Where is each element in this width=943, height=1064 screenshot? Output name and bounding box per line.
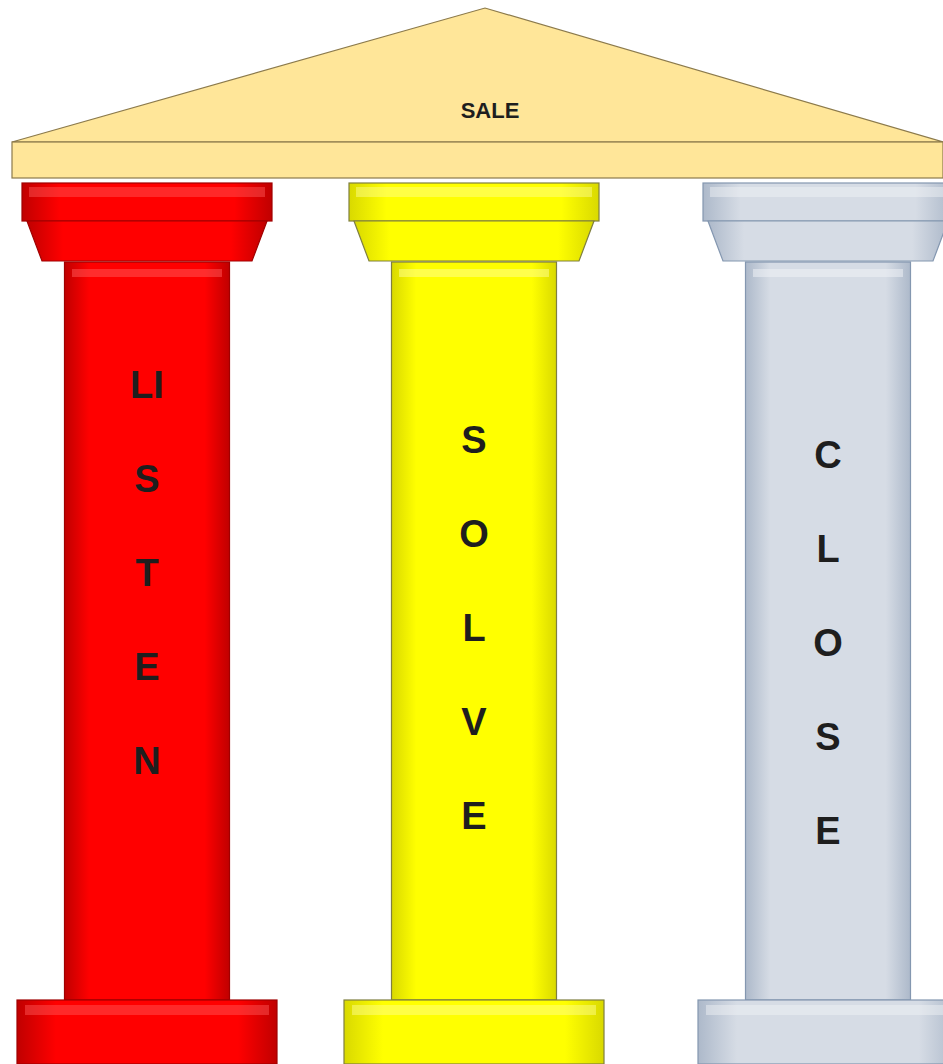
listen-pillar: LISTEN	[17, 183, 277, 1064]
roof-outline	[12, 8, 943, 180]
pillar-word: LISTEN	[130, 338, 164, 808]
close-pillar: CLOSE	[698, 183, 943, 1064]
pillar-word: SOLVE	[457, 393, 491, 863]
pillar-outline	[17, 183, 277, 1064]
solve-pillar: SOLVE	[344, 183, 604, 1064]
pillar-word: CLOSE	[811, 408, 845, 878]
roof-label: SALE	[12, 98, 943, 124]
roof-pediment: SALE	[12, 8, 943, 180]
